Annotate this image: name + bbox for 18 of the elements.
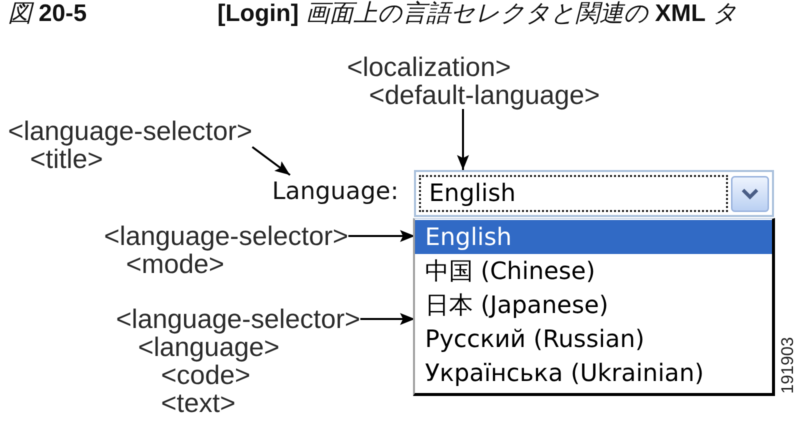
list-option: 中国 (Chinese) [415, 254, 772, 288]
arrow [348, 230, 415, 242]
highlighted-option: English [415, 220, 772, 254]
field-label: Language: [272, 175, 399, 207]
figure-number: 191903 [779, 337, 797, 394]
xml-tag-label: <language-selector> <language> <code> <text> [116, 305, 360, 417]
xml-tag-label: <localization> <default-language> [347, 53, 600, 109]
arrow [360, 313, 415, 325]
arrow [457, 109, 469, 170]
language-select: English [414, 170, 774, 217]
list-option: 日本 (Japanese) [415, 288, 772, 322]
xml-tag-label: <language-selector> <title> [8, 117, 252, 173]
list-option: Українська (Ukrainian) [415, 356, 772, 390]
list-option: Русский (Russian) [415, 322, 772, 356]
xml-tag-label: <language-selector> <mode> [104, 222, 348, 278]
figure-title: 図 20-5 [Login] 画面上の言語セレクタと関連の XML タ [8, 0, 738, 28]
dropdown-list [413, 218, 775, 396]
arrow [252, 146, 291, 176]
